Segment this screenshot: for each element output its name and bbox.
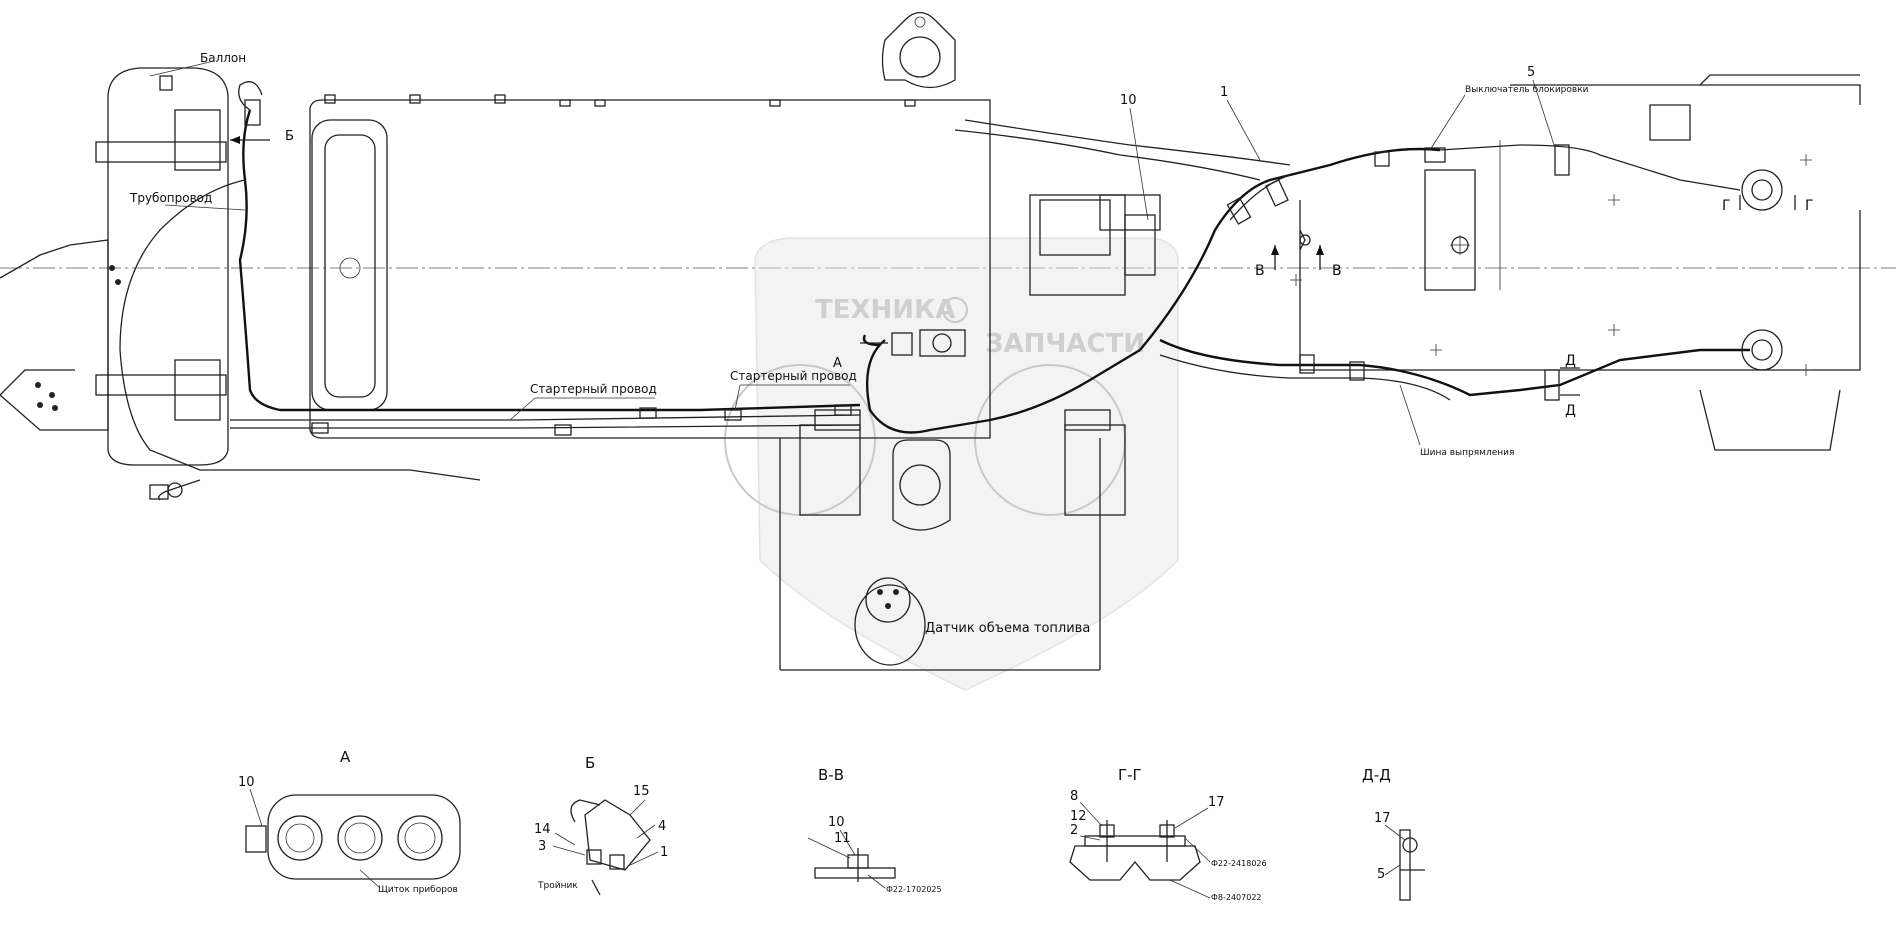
- view-a-title: А: [340, 748, 351, 766]
- view-dd-callout-5: 5: [1377, 867, 1385, 882]
- callout-5: 5: [1527, 65, 1535, 80]
- view-arrow-b: Б: [230, 129, 294, 144]
- view-a-callout-10: 10: [238, 775, 255, 790]
- rivet: [52, 405, 58, 411]
- center-marks: [1290, 154, 1812, 376]
- harness-upper: Выключатель блокировки: [1139, 85, 1783, 351]
- view-dd-title: Д-Д: [1362, 766, 1391, 784]
- label-ballon: Баллон: [200, 51, 246, 65]
- view-gg-callout-12: 12: [1070, 809, 1087, 824]
- view-gg-code1: Ф22-2418026: [1211, 859, 1267, 868]
- cab-profile: [0, 239, 109, 431]
- rivet: [37, 402, 43, 408]
- watermark-line1: ТЕХНИКА: [815, 295, 955, 325]
- watermark: ТЕХНИКА ЗАПЧАСТИ: [724, 237, 1179, 691]
- label-sec-g-left: Г: [1722, 198, 1731, 214]
- view-vv-code: Ф22-1702025: [886, 885, 942, 894]
- rivet: [109, 265, 115, 271]
- section-view-vv: В-В 10 11 Ф22-1702025: [807, 766, 942, 894]
- label-sec-v-left: В: [1255, 263, 1265, 279]
- rivet: [115, 279, 121, 285]
- label-switch: Выключатель блокировки: [1465, 85, 1589, 95]
- view-vv-title: В-В: [818, 766, 844, 784]
- lower-support: [779, 409, 1126, 671]
- label-arrow-b: Б: [285, 129, 294, 144]
- detail-view-a: А 10 Щиток приборов: [238, 748, 461, 895]
- cab-lower-edge: [0, 369, 75, 396]
- starter-wire: Стартерный провод Стартерный провод: [230, 369, 861, 436]
- top-flange: [881, 11, 956, 89]
- view-gg-title: Г-Г: [1118, 766, 1142, 784]
- label-arrow-a: А: [833, 356, 842, 371]
- view-gg-callout-8: 8: [1070, 789, 1078, 804]
- view-b-caption: Тройник: [537, 881, 578, 891]
- section-view-gg: Г-Г 8 12 2 17 Ф22-2418026 Ф8-2407022: [1069, 766, 1267, 902]
- fuel-sensor: Датчик объема топлива: [854, 577, 1090, 666]
- label-truboprovod: Трубопровод: [129, 191, 212, 205]
- view-vv-callout-11: 11: [834, 831, 851, 846]
- section-marker-v: В В: [1255, 245, 1342, 279]
- pipeline: Трубопровод: [119, 81, 861, 501]
- label-sec-d-top: Д: [1565, 353, 1576, 369]
- label-sec-d-bottom: Д: [1565, 403, 1576, 419]
- section-marker-g: Г Г: [1722, 195, 1814, 214]
- rivet: [35, 382, 41, 388]
- view-gg-callout-17: 17: [1208, 795, 1225, 810]
- label-starter-wire-2: Стартерный провод: [730, 369, 857, 383]
- callout-1: 1: [1220, 85, 1228, 100]
- label-harness: Шина выпрямления: [1420, 448, 1514, 458]
- view-b-callout-1: 1: [660, 845, 668, 860]
- connector-a: А: [833, 329, 1141, 434]
- label-fuel-sensor: Датчик объема топлива: [925, 621, 1090, 636]
- harness-lower: Шина выпрямления: [1159, 329, 1783, 458]
- view-a-caption: Щиток приборов: [378, 885, 458, 895]
- view-b-callout-14: 14: [534, 822, 551, 837]
- section-marker-d: Д Д: [1560, 353, 1580, 419]
- view-b-title: Б: [585, 754, 595, 772]
- main-callouts: 10 1 5: [1120, 65, 1556, 221]
- view-dd-callout-17: 17: [1374, 811, 1391, 826]
- label-sec-v-right: В: [1332, 263, 1342, 279]
- rivet: [49, 392, 55, 398]
- right-frame: [1299, 74, 1861, 451]
- label-sec-g-right: Г: [1805, 198, 1814, 214]
- label-starter-wire-1: Стартерный провод: [530, 382, 657, 396]
- central-crossmember: [954, 119, 1291, 296]
- watermark-line2: ЗАПЧАСТИ: [985, 329, 1145, 359]
- view-gg-callout-2: 2: [1070, 823, 1078, 838]
- detail-view-b: Б 15 14 3 4 1 Тройник: [534, 754, 668, 896]
- view-b-callout-4: 4: [658, 819, 666, 834]
- view-b-callout-3: 3: [538, 839, 546, 854]
- view-b-callout-15: 15: [633, 784, 650, 799]
- view-gg-code2: Ф8-2407022: [1211, 893, 1262, 902]
- callout-10: 10: [1120, 93, 1137, 108]
- section-view-dd: Д-Д 17 5: [1362, 766, 1425, 901]
- air-tank: Баллон: [95, 51, 246, 466]
- view-vv-callout-10: 10: [828, 815, 845, 830]
